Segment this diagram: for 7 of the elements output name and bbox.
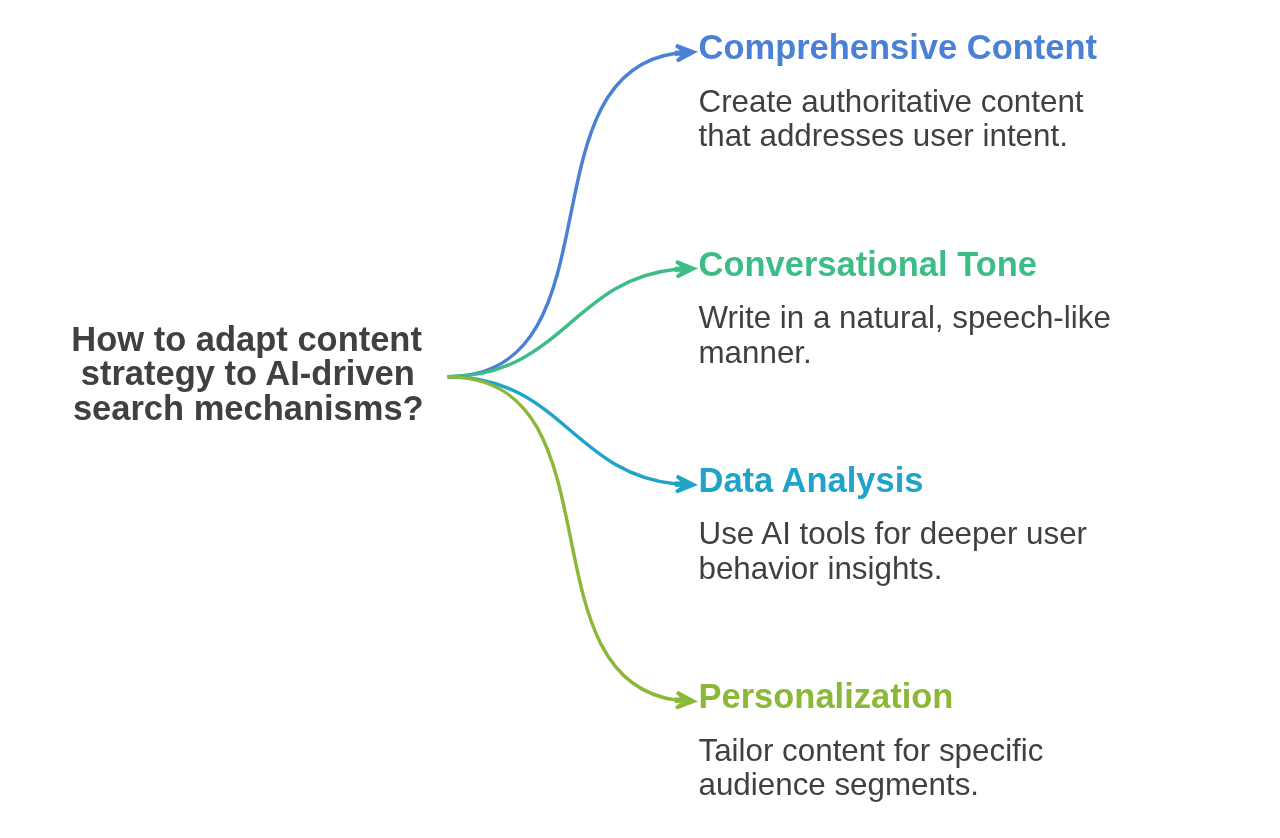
- node-text: Comprehensive Content Create authoritative content that addresses user intent.: [698, 28, 1097, 154]
- node-text: Conversational Tone Write in a natural, speech-like manner.: [698, 244, 1111, 370]
- arrow: [446, 374, 696, 710]
- node-text: Personalization Tailor content for specific audience segments.: [698, 677, 1043, 803]
- node-text: Data Analysis Use AI tools for deeper user behavior insights.: [698, 461, 1087, 586]
- arrow: [447, 374, 696, 494]
- node-text: How to adapt content strategy to AI-driven search mechanisms?: [70, 319, 424, 427]
